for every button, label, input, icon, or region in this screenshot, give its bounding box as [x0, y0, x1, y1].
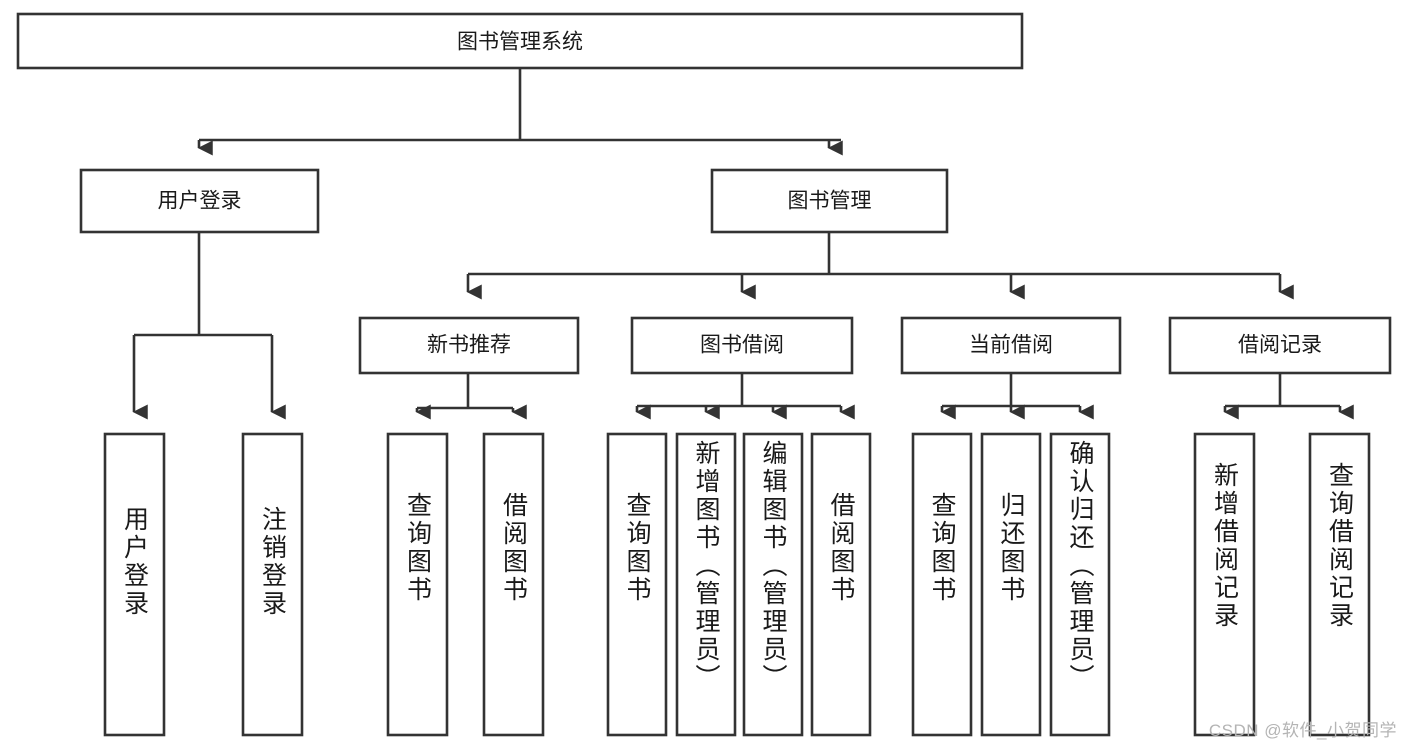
watermark-text: CSDN @软件_小贺同学 — [1208, 721, 1397, 740]
leaf-box-bookborrow-add[interactable] — [675, 432, 737, 737]
node-book-management[interactable]: 图书管理 — [710, 168, 949, 234]
leaf-box-bookborrow-edit[interactable] — [742, 432, 804, 737]
connector-userlogin-to-leaves — [132, 232, 286, 420]
connector-newbook-to-leaves — [415, 373, 527, 420]
node-new-book-recommend[interactable]: 新书推荐 — [358, 316, 580, 375]
node-borrow-record[interactable]: 借阅记录 — [1168, 316, 1392, 375]
node-label-current-borrow: 当前借阅 — [969, 334, 1053, 357]
node-book-borrow[interactable]: 图书借阅 — [630, 316, 854, 375]
connector-bookmgmt-to-level3 — [466, 232, 1294, 300]
node-current-borrow[interactable]: 当前借阅 — [900, 316, 1122, 375]
leaf-box-user-login-logout[interactable] — [241, 432, 304, 737]
connector-borrowrecord-to-leaves — [1223, 373, 1354, 420]
leaf-box-currentborrow-confirm[interactable] — [1049, 432, 1111, 737]
node-label-root: 图书管理系统 — [457, 31, 583, 54]
leaf-box-bookborrow-query[interactable] — [606, 432, 668, 737]
node-label-book-management: 图书管理 — [788, 190, 872, 213]
leaf-box-borrowrecord-add[interactable] — [1193, 432, 1256, 737]
leaf-box-user-login-login[interactable] — [103, 432, 166, 737]
leaf-box-bookborrow-borrow[interactable] — [810, 432, 872, 737]
node-user-login[interactable]: 用户登录 — [79, 168, 320, 234]
leaf-box-newbook-borrow[interactable] — [482, 432, 545, 737]
connector-bookborrow-to-leaves — [635, 373, 855, 420]
node-label-borrow-record: 借阅记录 — [1238, 334, 1322, 357]
leaf-box-currentborrow-return[interactable] — [980, 432, 1042, 737]
node-book-management-system[interactable]: 图书管理系统 — [16, 12, 1024, 70]
node-label-new-book-recommend: 新书推荐 — [427, 334, 511, 357]
node-label-user-login: 用户登录 — [158, 190, 242, 213]
leaf-box-newbook-query[interactable] — [386, 432, 449, 737]
connector-root-to-level2 — [197, 68, 843, 156]
connector-currentborrow-to-leaves — [940, 373, 1094, 420]
leaf-box-borrowrecord-query[interactable] — [1308, 432, 1371, 737]
node-label-book-borrow: 图书借阅 — [700, 334, 784, 357]
leaf-box-currentborrow-query[interactable] — [911, 432, 973, 737]
